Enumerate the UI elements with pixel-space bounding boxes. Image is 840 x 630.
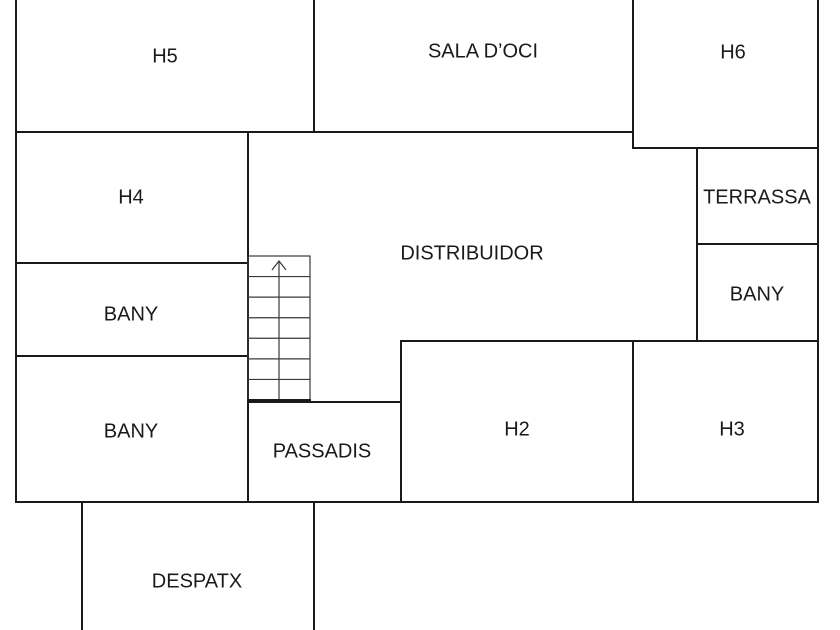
walls bbox=[15, 0, 819, 630]
room-label-passadis: PASSADIS bbox=[273, 440, 372, 462]
room-labels: H5 SALA D’OCI H6 H4 DISTRIBUIDOR TERRASS… bbox=[104, 40, 812, 592]
room-label-h4: H4 bbox=[118, 186, 144, 208]
room-label-h6: H6 bbox=[720, 41, 746, 63]
room-label-h3: H3 bbox=[719, 418, 745, 440]
room-label-sala-oci: SALA D’OCI bbox=[428, 40, 538, 62]
room-label-distribuidor: DISTRIBUIDOR bbox=[400, 242, 543, 264]
room-label-bany-left-upper: BANY bbox=[104, 303, 158, 325]
room-label-bany-left-lower: BANY bbox=[104, 420, 158, 442]
staircase bbox=[247, 255, 311, 401]
room-label-terrassa: TERRASSA bbox=[703, 186, 811, 208]
room-label-h2: H2 bbox=[504, 418, 530, 440]
room-label-bany-right: BANY bbox=[730, 283, 784, 305]
room-label-h5: H5 bbox=[152, 45, 178, 67]
room-label-despatx: DESPATX bbox=[152, 570, 242, 592]
stair-up-arrow-icon bbox=[271, 260, 287, 271]
stair-steps bbox=[248, 275, 310, 381]
